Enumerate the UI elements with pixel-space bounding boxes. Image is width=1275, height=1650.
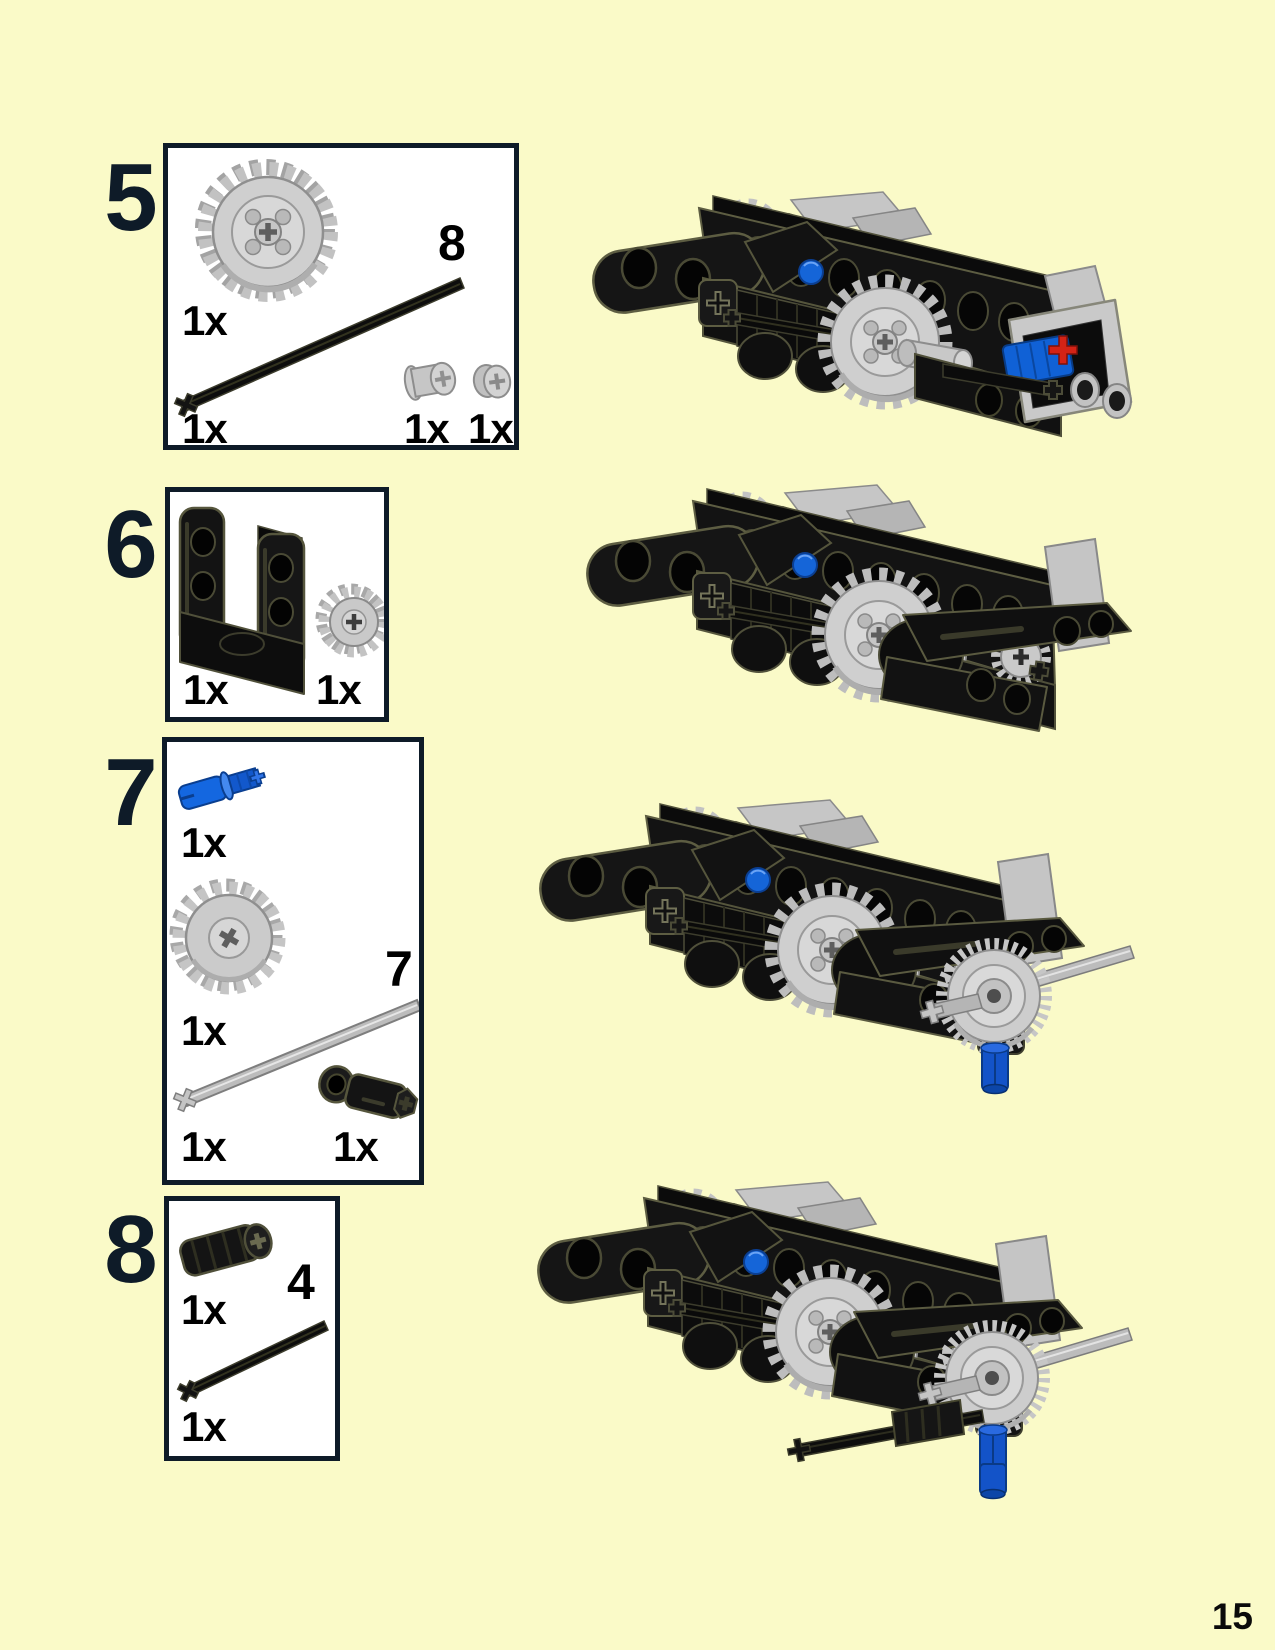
ridged-connector-qty: 1x <box>181 1286 227 1333</box>
page-number: 15 <box>1211 1596 1253 1637</box>
half-bush-icon <box>472 364 512 399</box>
axle-pin-qty: 1x <box>181 819 227 866</box>
axle-4-qty: 1x <box>181 1403 227 1450</box>
step-8-number: 8 <box>104 1196 157 1303</box>
axle-8-icon <box>173 276 465 418</box>
axle-4-length-label: 4 <box>287 1254 315 1310</box>
axle-7-qty: 1x <box>181 1123 227 1170</box>
step-6-parts-box: 1x 1x <box>165 487 389 722</box>
gear-24-tooth-icon <box>195 159 338 302</box>
step-5-parts-art <box>173 159 512 418</box>
bush-qty: 1x <box>404 405 450 452</box>
gear-16-qty: 1x <box>316 666 362 713</box>
step-7-number: 7 <box>104 739 157 846</box>
step-6-assembly-image <box>535 460 1135 760</box>
step-5-number: 5 <box>104 144 157 251</box>
step-6-parts-art <box>178 506 384 695</box>
axle-8-qty: 1x <box>182 405 228 452</box>
step-8-parts-box: 4 1x 1x <box>164 1196 340 1461</box>
step-5-parts-box: 8 1x 1x 1x 1x <box>163 143 519 450</box>
frame-qty: 1x <box>183 666 229 713</box>
half-bush-qty: 1x <box>468 405 514 452</box>
ridged-connector-icon <box>179 1223 273 1277</box>
step-7-parts-art <box>169 767 419 1120</box>
step-5-assembly-image <box>545 186 1135 452</box>
axle-8-length-label: 8 <box>438 215 466 271</box>
step-6-number: 6 <box>104 491 157 598</box>
axle-7-icon <box>172 998 419 1113</box>
frame-5x7-icon <box>178 506 306 695</box>
step-8-assembly-image <box>495 1132 1139 1500</box>
step-8-parts-art <box>176 1223 329 1403</box>
gear-24-qty: 1x <box>182 297 228 344</box>
step-7-assembly-image <box>502 770 1138 1100</box>
axle-7-length-label: 7 <box>385 941 413 997</box>
axle-pin-blue-icon <box>177 767 266 810</box>
gear-20-qty: 1x <box>181 1007 227 1054</box>
gear-20-bevel-icon <box>169 878 286 995</box>
step-7-parts-box: 1x 7 1x 1x 1x <box>162 737 424 1185</box>
axle-4-icon <box>176 1319 329 1403</box>
gear-16-tooth-icon <box>315 583 384 658</box>
angle-connector-qty: 1x <box>333 1123 379 1170</box>
angle-connector-icon <box>318 1065 419 1120</box>
bush-icon <box>403 361 457 401</box>
